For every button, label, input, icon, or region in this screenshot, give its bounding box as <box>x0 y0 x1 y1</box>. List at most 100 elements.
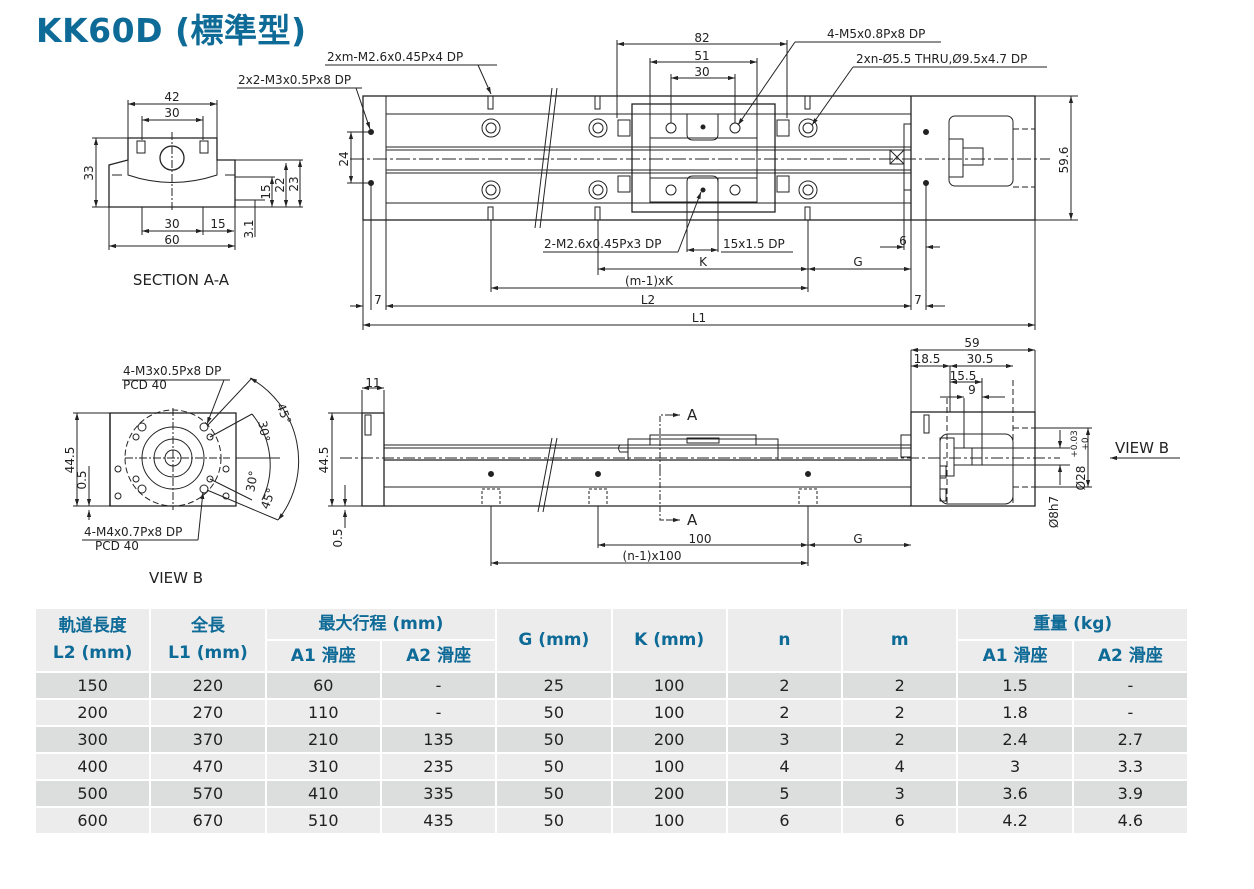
cell-k: 200 <box>612 781 726 806</box>
cell-n: 4 <box>727 754 842 779</box>
header-rail-length-unit: L2 (mm) <box>52 643 133 663</box>
cell-g: 50 <box>497 754 611 779</box>
callout-m2-6-block: 2-M2.6x0.45Px3 DP <box>544 237 662 251</box>
top-view <box>237 40 1078 330</box>
dim-82: 82 <box>694 31 709 45</box>
dim-6: 6 <box>899 234 907 248</box>
header-max-stroke: 最大行程 (mm) <box>266 609 496 639</box>
dim-g: G <box>853 255 862 269</box>
rail-holes <box>481 95 818 221</box>
view-b <box>73 377 300 541</box>
dim-0-5-viewb: 0.5 <box>75 470 89 489</box>
section-mark-a-bottom: A <box>687 511 698 529</box>
cell-k: 100 <box>612 673 726 698</box>
header-total-length-label: 全長 <box>190 616 225 636</box>
cell-w-a2: 3.3 <box>1073 754 1187 779</box>
callout-m4-pcd-value: PCD 40 <box>95 539 139 553</box>
cell-g: 50 <box>497 727 611 752</box>
dim-44-5-viewb: 44.5 <box>63 447 77 474</box>
dim-l1: L1 <box>692 311 706 325</box>
dim-dia-8h7: Ø8h7 <box>1047 496 1061 528</box>
dim-51: 51 <box>694 49 709 63</box>
cell-g: 50 <box>497 781 611 806</box>
cell-s-a2: - <box>381 700 496 725</box>
cell-k: 100 <box>612 754 726 779</box>
cell-m: 6 <box>843 808 957 833</box>
cell-w-a1: 2.4 <box>958 727 1072 752</box>
cell-s-a2: 435 <box>381 808 496 833</box>
dim-42: 42 <box>164 90 179 104</box>
dim-3-1: 3.1 <box>242 219 256 238</box>
dim-23: 23 <box>287 176 301 191</box>
tolerance-lower: +0 <box>1081 437 1091 451</box>
section-aa-view <box>92 100 303 250</box>
header-k: K (mm) <box>612 609 726 671</box>
cell-l2: 150 <box>36 673 150 698</box>
end-view <box>900 347 1180 507</box>
cell-n: 2 <box>727 673 842 698</box>
callout-m3-pcd-value: PCD 40 <box>123 378 167 392</box>
section-mark-a-top: A <box>687 406 698 424</box>
dim-30-5: 30.5 <box>967 352 994 366</box>
carriage <box>617 103 790 213</box>
header-stroke-a1: A1 滑座 <box>266 641 380 671</box>
dim-7-right: 7 <box>914 293 922 307</box>
cell-s-a2: 335 <box>381 781 496 806</box>
cell-l1: 270 <box>151 700 265 725</box>
cell-k: 200 <box>612 727 726 752</box>
callout-m2-6-rail: 2xm-M2.6x0.45Px4 DP <box>327 50 463 64</box>
dim-l2: L2 <box>641 293 655 307</box>
dim-15-vert: 15 <box>259 184 273 199</box>
view-b-indicator: VIEW B <box>1115 439 1169 457</box>
cell-w-a2: 2.7 <box>1073 727 1187 752</box>
cell-w-a2: - <box>1073 673 1187 698</box>
dim-11: 11 <box>365 376 380 390</box>
cell-l2: 600 <box>36 808 150 833</box>
cell-w-a2: - <box>1073 700 1187 725</box>
dim-33: 33 <box>82 165 96 180</box>
dim-7-left: 7 <box>374 293 382 307</box>
cell-w-a1: 4.2 <box>958 808 1072 833</box>
cell-l1: 470 <box>151 754 265 779</box>
cell-s-a1: 510 <box>266 808 380 833</box>
cell-l2: 500 <box>36 781 150 806</box>
header-weight-a1: A1 滑座 <box>958 641 1072 671</box>
technical-drawing: 42 30 33 23 22 15 3.1 30 15 60 SECTION A… <box>63 27 1180 587</box>
cell-s-a1: 410 <box>266 781 380 806</box>
cell-l1: 670 <box>151 808 265 833</box>
header-rail-length-label: 軌道長度 <box>58 616 127 636</box>
callout-m3-holes: 2x2-M3x0.5Px8 DP <box>238 73 351 87</box>
cell-w-a1: 3 <box>958 754 1072 779</box>
header-n: n <box>727 609 842 671</box>
header-weight: 重量 (kg) <box>958 609 1187 639</box>
cell-s-a2: 135 <box>381 727 496 752</box>
cell-m: 2 <box>843 673 957 698</box>
dim-n-minus-1-100: (n-1)x100 <box>623 549 682 563</box>
cell-w-a2: 3.9 <box>1073 781 1187 806</box>
cell-s-a1: 210 <box>266 727 380 752</box>
dim-44-5-side: 44.5 <box>317 447 331 474</box>
dim-59-6: 59.6 <box>1057 147 1071 174</box>
header-m: m <box>843 609 957 671</box>
cell-l2: 200 <box>36 700 150 725</box>
dim-15-horiz: 15 <box>210 217 225 231</box>
callout-slot: 15x1.5 DP <box>723 237 785 251</box>
page-title: KK60D (標準型) <box>36 11 307 50</box>
cell-w-a1: 1.8 <box>958 700 1072 725</box>
header-g: G (mm) <box>497 609 611 671</box>
dim-100: 100 <box>689 532 712 546</box>
cell-n: 6 <box>727 808 842 833</box>
cell-m: 2 <box>843 700 957 725</box>
callout-m3-pcd: 4-M3x0.5Px8 DP <box>123 364 221 378</box>
cell-l1: 220 <box>151 673 265 698</box>
dim-15-5: 15.5 <box>950 369 977 383</box>
view-b-caption: VIEW B <box>149 569 203 587</box>
cell-n: 3 <box>727 727 842 752</box>
header-rail-length: 軌道長度 L2 (mm) <box>36 609 150 671</box>
cell-s-a1: 110 <box>266 700 380 725</box>
section-aa-caption: SECTION A-A <box>133 271 230 289</box>
